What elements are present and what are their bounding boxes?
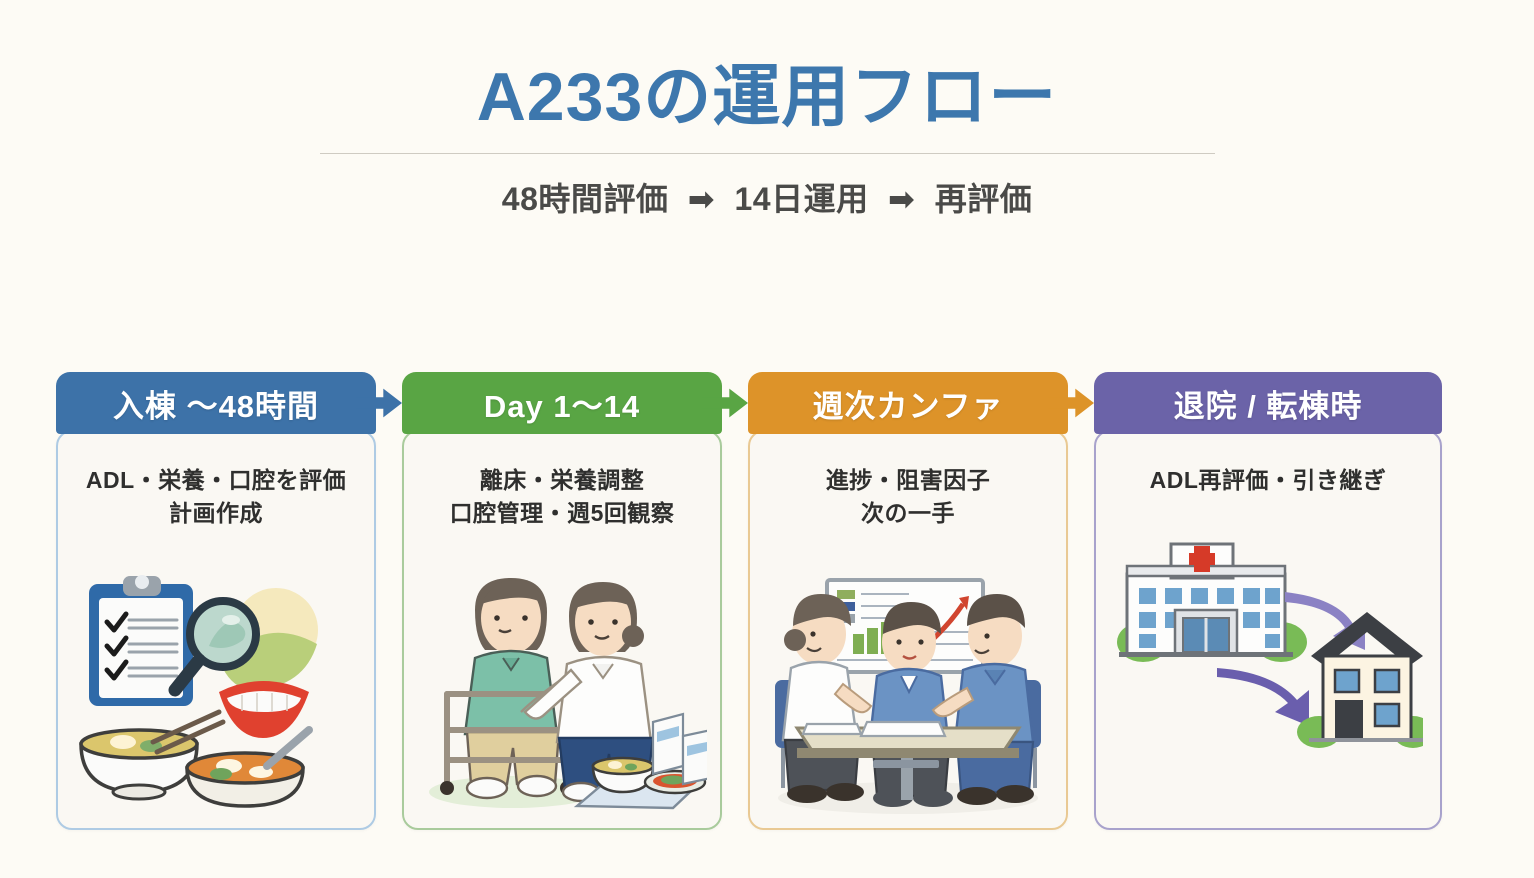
clipboard-lines-icon [127, 618, 179, 678]
step-4-description: ADL再評価・引き継ぎ [1096, 464, 1440, 497]
magnifier-handle-icon [168, 653, 206, 697]
flow-step-card-1[interactable]: 入棟 〜48時間 ADL・栄養・口腔を評価 計画作成 [56, 372, 376, 830]
arrow-right-icon [1048, 388, 1094, 418]
flow-step-card-4[interactable]: 退院 / 転棟時 ADL再評価・引き継ぎ [1094, 372, 1442, 830]
house-windows-icon [1333, 668, 1401, 728]
step-4-body: ADL再評価・引き継ぎ [1094, 430, 1442, 830]
red-cross-icon [1189, 546, 1215, 572]
subtitle-arrow-icon-2: ➡ [887, 181, 916, 218]
step-2-description-line1: 離床・栄養調整 [479, 467, 645, 493]
subtitle-part-3: 再評価 [934, 181, 1033, 218]
flow-step-card-3[interactable]: 週次カンファ 進捗・阻害因子 次の一手 [748, 372, 1068, 830]
hospital-building-icon [1117, 542, 1307, 662]
spoon-icon [263, 726, 313, 770]
step-1-header-label: 入棟 〜48時間 [112, 388, 320, 424]
connector-3 [1048, 372, 1094, 434]
subtitle-arrow-icon-1: ➡ [687, 181, 716, 218]
arrow-right-icon [702, 388, 748, 418]
step-4-description-line1: ADL再評価・引き継ぎ [1149, 467, 1387, 493]
soup-bowl-icon [79, 709, 226, 801]
drink-carton-icon [651, 712, 707, 786]
meeting-table-icon [794, 720, 1022, 800]
step-3-header-label: 週次カンファ [812, 388, 1004, 424]
title-divider [319, 153, 1215, 155]
subtitle-part-1: 48時間評価 [501, 181, 669, 218]
step-3-description: 進捗・阻害因子 次の一手 [750, 464, 1066, 529]
subtitle-part-2: 14日運用 [734, 181, 869, 218]
checkmarks-icon [104, 611, 129, 681]
patient-with-walker-icon [463, 578, 561, 800]
step-3-header: 週次カンファ [748, 372, 1068, 434]
page-title: A233の運用フロー [476, 59, 1058, 135]
step-2-description-line2: 口腔管理・週5回観察 [449, 499, 675, 526]
step-3-body: 進捗・阻害因子 次の一手 [748, 430, 1068, 830]
meal-tray-icon [573, 712, 707, 810]
transfer-arrow-bottom-icon [1217, 668, 1309, 726]
connector-1 [356, 372, 402, 434]
soup-plate-icon [185, 726, 313, 808]
staff-person-right-icon [931, 594, 1035, 805]
step-4-illustration [1096, 502, 1440, 772]
step-3-description-line2: 次の一手 [861, 499, 955, 526]
chopsticks-icon [150, 709, 226, 755]
page-header: A233の運用フロー 48時間評価 ➡ 14日運用 ➡ 再評価 [0, 0, 1534, 220]
step-4-header: 退院 / 転棟時 [1094, 372, 1442, 434]
arrow-right-icon [356, 388, 402, 418]
step-3-illustration [750, 552, 1066, 822]
step-4-header-label: 退院 / 転棟時 [1173, 388, 1363, 424]
mouth-teeth-icon [219, 681, 309, 738]
step-2-header: Day 1〜14 [402, 372, 722, 434]
hospital-windows-icon [1139, 588, 1280, 648]
page-subtitle: 48時間評価 ➡ 14日運用 ➡ 再評価 [0, 174, 1534, 220]
step-2-header-label: Day 1〜14 [483, 388, 641, 424]
process-flow: 入棟 〜48時間 ADL・栄養・口腔を評価 計画作成 [56, 372, 1456, 832]
house-icon [1297, 612, 1423, 748]
step-3-description-line1: 進捗・阻害因子 [825, 467, 991, 493]
step-1-header: 入棟 〜48時間 [56, 372, 376, 434]
step-2-body: 離床・栄養調整 口腔管理・週5回観察 [402, 430, 722, 830]
step-1-description: ADL・栄養・口腔を評価 計画作成 [58, 464, 374, 529]
step-1-body: ADL・栄養・口腔を評価 計画作成 [56, 430, 376, 830]
step-2-illustration [404, 552, 720, 822]
step-1-description-line2: 計画作成 [169, 499, 263, 526]
step-1-illustration [58, 552, 374, 822]
house-door-icon [1335, 700, 1363, 740]
flow-step-card-2[interactable]: Day 1〜14 離床・栄養調整 口腔管理・週5回観察 [402, 372, 722, 830]
step-2-description: 離床・栄養調整 口腔管理・週5回観察 [404, 464, 720, 529]
step-1-description-line1: ADL・栄養・口腔を評価 [85, 467, 347, 493]
connector-2 [702, 372, 748, 434]
